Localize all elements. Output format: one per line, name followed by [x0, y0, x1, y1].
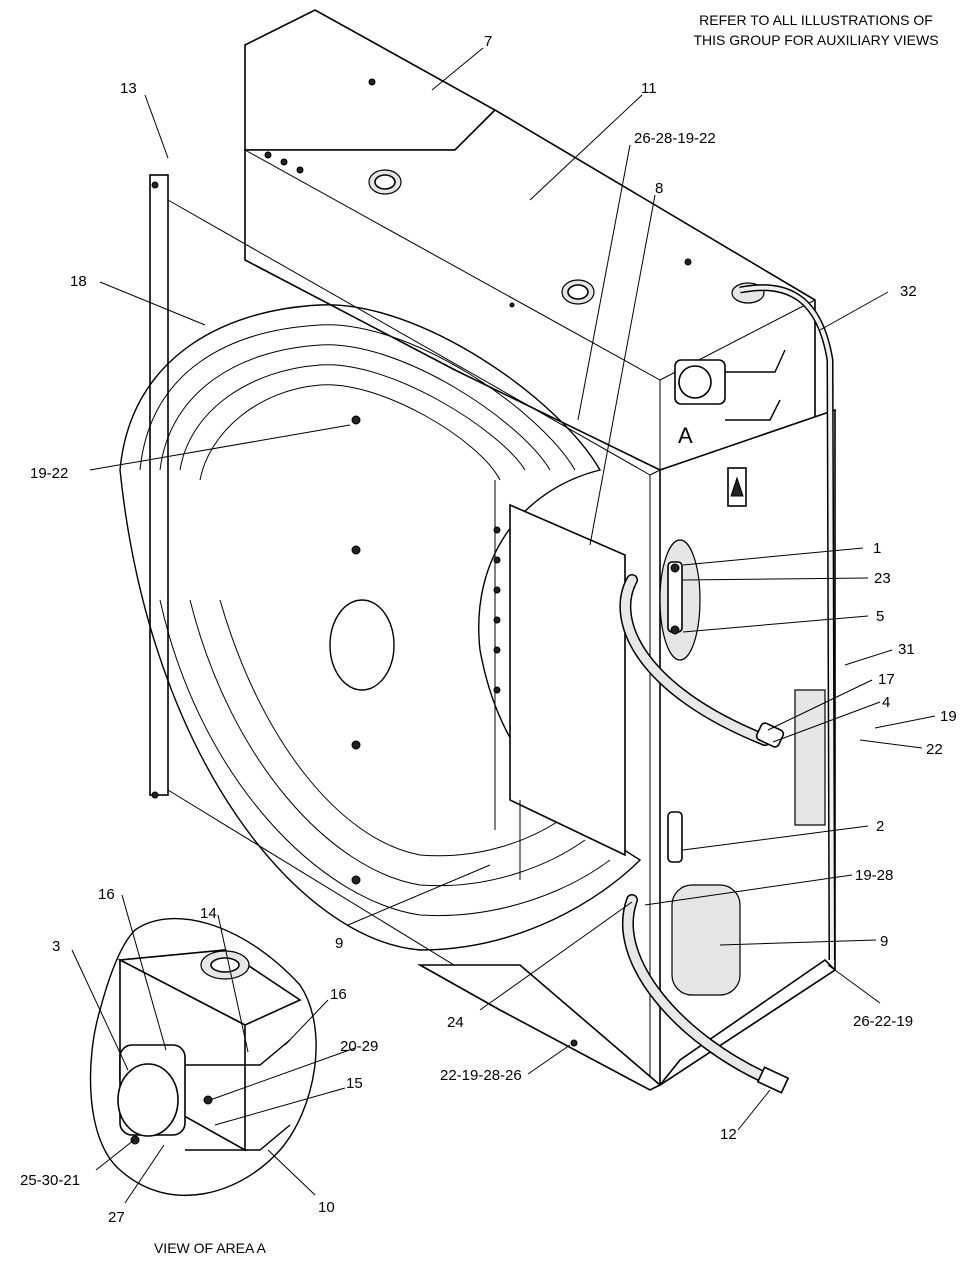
- callout-11: 11: [641, 80, 657, 97]
- callout-13: 13: [120, 80, 137, 97]
- callout-32: 32: [900, 283, 917, 300]
- area-a-marker: A: [678, 423, 693, 448]
- refer-note-line2: THIS GROUP FOR AUXILIARY VIEWS: [693, 32, 938, 48]
- callout-2: 2: [876, 818, 884, 835]
- callout-4: 4: [882, 694, 890, 711]
- callout-20-29: 20-29: [340, 1038, 378, 1055]
- callout-10: 10: [318, 1199, 335, 1216]
- callout-22-19-28-26: 22-19-28-26: [440, 1067, 522, 1084]
- callout-22: 22: [926, 741, 943, 758]
- callout-17: 17: [878, 671, 895, 688]
- callout-7: 7: [484, 33, 492, 50]
- level-switch-area-a: [674, 349, 786, 421]
- callout-16-left: 16: [98, 886, 115, 903]
- callout-19-28: 19-28: [855, 867, 893, 884]
- hoses: [619, 284, 836, 1094]
- callout-23: 23: [874, 570, 891, 587]
- callout-19-22: 19-22: [30, 465, 68, 482]
- callout-26-22-19: 26-22-19: [853, 1013, 913, 1030]
- callout-12: 12: [720, 1126, 737, 1143]
- cover-plate: [493, 480, 626, 880]
- callout-16-right: 16: [330, 986, 347, 1003]
- callout-18: 18: [70, 273, 87, 290]
- callout-9-cover: 9: [335, 935, 343, 952]
- sight-gauge-fittings: [667, 561, 683, 863]
- view-caption: VIEW OF AREA A: [154, 1240, 267, 1256]
- callout-1: 1: [873, 540, 881, 557]
- bottom-tank: [416, 958, 837, 1091]
- view-of-area-a: [89, 918, 317, 1197]
- leader-lines: [71, 47, 936, 1204]
- refer-note-line1: REFER TO ALL ILLUSTRATIONS OF: [699, 12, 933, 28]
- callout-19: 19: [940, 708, 957, 725]
- top-tank: [244, 9, 816, 471]
- callout-26-28-19-22: 26-28-19-22: [634, 130, 716, 147]
- callout-3: 3: [52, 938, 60, 955]
- callout-9-window: 9: [880, 933, 888, 950]
- callout-8: 8: [655, 180, 663, 197]
- fan-shroud-coil: [119, 304, 642, 951]
- callout-25-30-21: 25-30-21: [20, 1172, 80, 1189]
- callout-14: 14: [200, 905, 217, 922]
- callout-31: 31: [898, 641, 915, 658]
- callout-24: 24: [447, 1014, 464, 1031]
- callout-5: 5: [876, 608, 884, 625]
- callout-27: 27: [108, 1209, 125, 1226]
- callout-15: 15: [346, 1075, 363, 1092]
